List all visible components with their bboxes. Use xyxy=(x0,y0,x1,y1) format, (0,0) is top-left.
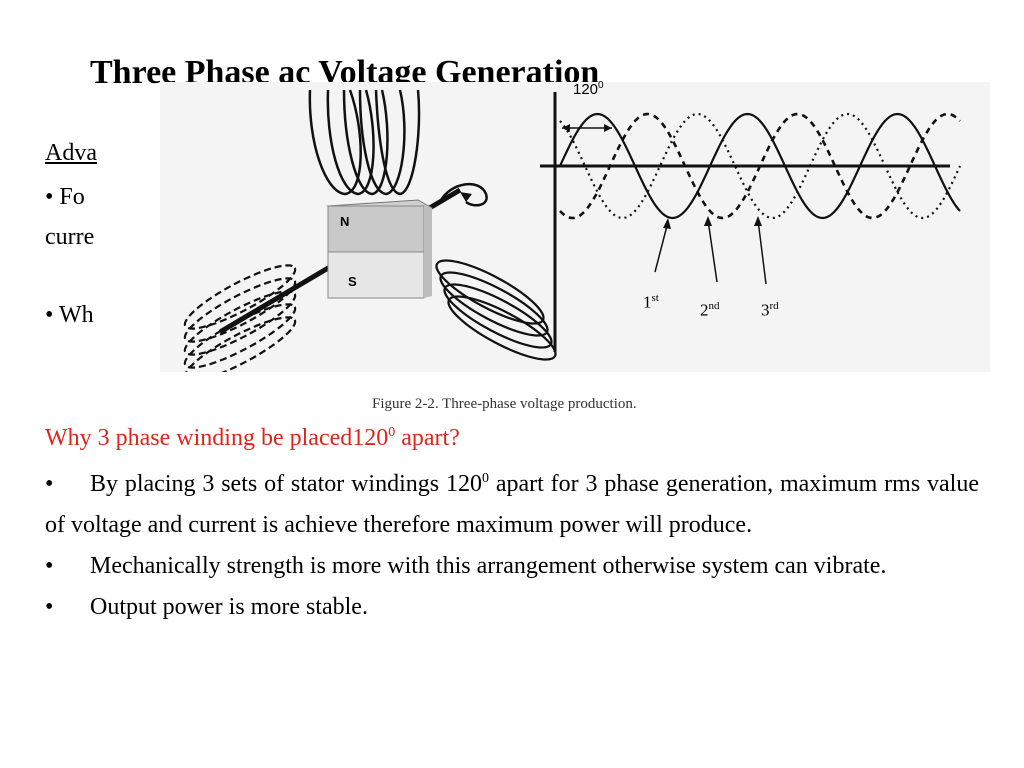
bullet-marker: • xyxy=(45,594,54,620)
phase-label-1-sup: st xyxy=(651,292,659,304)
question-text: Why 3 phase winding be placed120 xyxy=(45,425,389,451)
phase-label-3-num: 3 xyxy=(761,300,770,320)
left-coil xyxy=(183,264,297,372)
question-sup: 0 xyxy=(388,425,396,440)
pointer-phase-2 xyxy=(707,219,718,283)
bullet-partial-1-continued: curre xyxy=(45,224,95,250)
question-heading: Why 3 phase winding be placed1200 apart? xyxy=(45,425,460,452)
answer-bullet-3: • Output power is more stable. xyxy=(45,587,979,628)
angle-degree: 0 xyxy=(598,80,604,91)
bullet-1-sup: 0 xyxy=(481,471,489,486)
magnet-south-label: S xyxy=(348,274,357,289)
phase-label-2: 2nd xyxy=(700,300,720,321)
bullet-1-text-tail: apart for 3 phase generation, maximum rm… xyxy=(45,471,979,538)
three-phase-diagram xyxy=(183,89,962,372)
bullet-partial-2: • Wh xyxy=(45,302,94,328)
bullet-marker: • xyxy=(45,553,54,579)
phase-1-waveform xyxy=(558,112,961,220)
answer-bullet-2: • Mechanically strength is more with this… xyxy=(45,546,979,587)
phase-label-3-sup: rd xyxy=(769,300,779,312)
pointer-phase-3 xyxy=(757,219,767,285)
phase-label-2-num: 2 xyxy=(700,300,709,320)
answer-bullet-1: • By placing 3 sets of stator windings 12… xyxy=(45,464,979,546)
bar-magnet xyxy=(326,199,434,299)
answer-bullet-list: • By placing 3 sets of stator windings 12… xyxy=(45,464,979,628)
bullet-2-text: Mechanically strength is more with this … xyxy=(90,553,887,579)
bullet-1-text: By placing 3 sets of stator windings 120 xyxy=(90,471,482,497)
figure-caption: Figure 2-2. Three-phase voltage producti… xyxy=(372,396,637,412)
question-tail: apart? xyxy=(395,425,460,451)
angle-label: 1200 xyxy=(573,80,604,98)
magnet-north-label: N xyxy=(340,214,350,229)
bullet-partial-1: • Fo xyxy=(45,184,85,210)
phase-label-3: 3rd xyxy=(761,300,779,321)
phase-2-waveform xyxy=(559,112,961,220)
phase-label-1: 1st xyxy=(643,292,659,313)
right-coil xyxy=(435,259,557,361)
phase-label-2-sup: nd xyxy=(708,300,720,312)
rotation-arrow xyxy=(438,182,488,207)
phase-label-1-num: 1 xyxy=(643,292,652,312)
bullet-3-text: Output power is more stable. xyxy=(90,594,368,620)
advantages-heading-partial: Adva xyxy=(45,140,97,166)
angle-value: 120 xyxy=(573,81,599,98)
top-coil xyxy=(308,89,421,196)
pointer-phase-1 xyxy=(654,221,669,273)
three-phase-figure: N S xyxy=(160,82,990,372)
bullet-marker: • xyxy=(45,471,54,497)
